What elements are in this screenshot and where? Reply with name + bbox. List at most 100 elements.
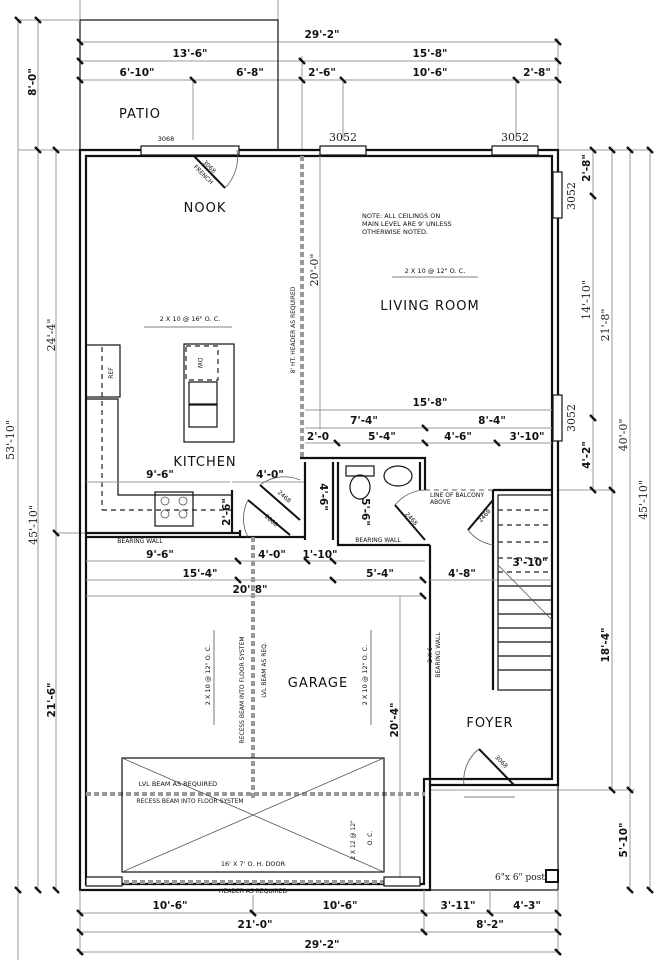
dim-top-right: 15'-8": [413, 48, 448, 60]
label-garage-entry-door: 2868: [263, 513, 279, 529]
dim-3-10: 3'-10": [510, 431, 545, 443]
dim-right-seg3: 4'-2": [581, 441, 593, 469]
kitchen-joist-note: 2 X 10 @ 16" O. C.: [160, 315, 221, 323]
oh-door-label: 16' X 7' O. H. DOOR: [221, 860, 286, 868]
dim-left-upper: 24'-4": [45, 319, 58, 352]
room-label-kitchen: KITCHEN: [173, 455, 236, 470]
room-label-nook: NOOK: [184, 201, 227, 216]
dim-right-seg2: 14'-10": [580, 280, 593, 320]
left-dimensions: [14, 16, 90, 960]
front-door[interactable]: [463, 748, 515, 798]
recess-beam-h-note: RECESS BEAM INTO FLOOR SYSTEM: [136, 798, 243, 805]
bearing-wall-bath: BEARING WALL: [355, 537, 401, 544]
dim-bottom-seg1: 10'-6": [153, 900, 188, 912]
dim-8-4: 8'-4": [478, 415, 506, 427]
recess-beam-v-note: RECESS BEAM INTO FLOOR SYSTEM: [239, 636, 246, 743]
label-right-window-1: 3052: [565, 182, 578, 210]
garage-joist-door-oc: O. C.: [367, 831, 374, 845]
french-door[interactable]: [192, 149, 238, 189]
dim-right-total: 45'-10": [637, 480, 650, 520]
dim-g-15-4: 15'-4": [183, 568, 218, 580]
dim-bottom-seg2: 10'-6": [323, 900, 358, 912]
post-marker: [545, 869, 559, 883]
label-living-window-1: 3052: [329, 131, 357, 144]
dim-right-seg1: 2'-8": [581, 154, 593, 182]
dim-bath-5-6: 5'-6": [359, 498, 371, 526]
closet-door[interactable]: [467, 499, 494, 546]
dim-top-seg5: 2'-8": [523, 67, 551, 79]
dim-left-patio: 8'-0": [27, 68, 39, 96]
dim-top-seg4: 10'-6": [413, 67, 448, 79]
dim-top-overall: 29'-2": [305, 29, 340, 41]
dim-left-house: 45'-10": [27, 505, 40, 545]
dim-top-seg1: 6'-10": [120, 67, 155, 79]
header-8ft-note: 8' HT. HEADER AS REQUIRED: [290, 286, 297, 373]
label-closet-door: 2468: [477, 508, 493, 524]
dim-4-6: 4'-6": [444, 431, 472, 443]
ceiling-note-1: NOTE: ALL CEILINGS ON: [362, 212, 440, 220]
label-patio-window: 3068: [158, 135, 175, 143]
room-label-garage: GARAGE: [288, 676, 348, 691]
stairs: [497, 494, 553, 691]
room-label-foyer: FOYER: [466, 716, 513, 731]
dim-pantry-4-6: 4'-6": [317, 483, 329, 511]
dim-bottom-seg4: 4'-3": [513, 900, 541, 912]
dim-g-20-8: 20'-8": [233, 584, 268, 596]
dim-left-total: 53'-10": [4, 420, 17, 460]
garage-dimensions: [86, 557, 552, 600]
patio-outline: [79, 19, 279, 151]
ceiling-note-3: OTHERWISE NOTED.: [362, 228, 428, 236]
ceiling-note-2: MAIN LEVEL ARE 9' UNLESS: [362, 220, 452, 228]
post-label: 6"x 6" post: [495, 873, 545, 883]
dim-g-20-4: 20'-4": [389, 703, 401, 738]
bath-door[interactable]: [394, 489, 426, 541]
garage-entry-door[interactable]: [243, 499, 291, 538]
bearing-wall-left: BEARING WALL: [117, 538, 163, 545]
dim-bottom-overall: 29'-2": [305, 939, 340, 951]
bearing-2x6-note-2: BEARING WALL: [435, 632, 442, 678]
dim-v-20-0: 20'-0": [308, 254, 321, 287]
lvl-beam-h-note: LVL BEAM AS REQUIRED: [139, 780, 217, 788]
window-right-1: [552, 171, 563, 219]
dim-right-porch: 5'-10": [618, 823, 630, 858]
dim-top-left: 13'-6": [173, 48, 208, 60]
overhead-door: [121, 757, 385, 873]
dim-bottom-foyer: 8'-2": [476, 919, 504, 931]
dim-living-15-8: 15'-8": [413, 397, 448, 409]
bottom-dimensions: [76, 890, 562, 956]
label-front-door: 3068: [493, 754, 509, 770]
dim-g-4-8: 4'-8": [448, 568, 476, 580]
dim-k-9-6: 9'-6": [146, 469, 174, 481]
dim-top-seg3: 2'-6": [308, 67, 336, 79]
garage-joist-left: 2 X 10 @ 12" O. C.: [204, 645, 212, 706]
dim-right-foyer: 18'-4": [600, 628, 612, 663]
garage-joist-door: 2 X 12 @ 12": [350, 820, 357, 860]
window-living-1: [319, 145, 367, 156]
dim-5-4: 5'-4": [368, 431, 396, 443]
balcony-note-1: LINE OF BALCONY: [430, 492, 484, 499]
balcony-note-2: ABOVE: [430, 499, 451, 506]
dim-right-mid: 21'-8": [599, 309, 612, 342]
dim-bottom-garage: 21'-0": [238, 919, 273, 931]
interior-walls: [86, 456, 552, 785]
window-right-2: [552, 394, 563, 442]
pantry-door[interactable]: [259, 476, 301, 521]
label-living-window-2: 3052: [501, 131, 529, 144]
bathroom-fixtures: [345, 465, 413, 500]
lvl-beam-v-note: LVL BEAM AS REQ.: [261, 642, 268, 698]
dim-7-4: 7'-4": [350, 415, 378, 427]
window-living-2: [491, 145, 539, 156]
room-label-living-room: LIVING ROOM: [380, 299, 479, 314]
dim-g-1-10: 1'-10": [303, 549, 338, 561]
dim-k-2-6: 2'-6": [221, 498, 233, 526]
dim-g-4-0: 4'-0": [258, 549, 286, 561]
label-dw: DW: [196, 358, 203, 369]
dim-stair-3-10: 3'-10": [513, 557, 548, 569]
room-label-patio: PATIO: [119, 107, 161, 122]
dim-g-9-6: 9'-6": [146, 549, 174, 561]
bearing-2x6-note-1: 2 X 6: [427, 647, 434, 663]
garage-joist-right: 2 X 10 @ 12" O. C.: [361, 645, 369, 706]
right-dimensions: [430, 146, 654, 894]
dim-top-seg2: 6'-8": [236, 67, 264, 79]
